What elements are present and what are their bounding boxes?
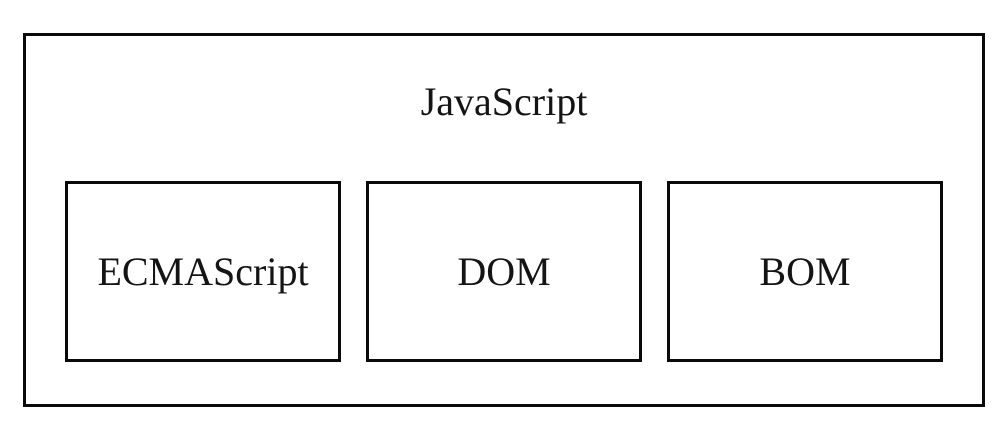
diagram-title: JavaScript xyxy=(420,79,588,124)
javascript-container-box: JavaScript ECMAScript DOM BOM xyxy=(23,33,985,407)
box-ecmascript: ECMAScript xyxy=(65,181,341,362)
box-dom: DOM xyxy=(366,181,642,362)
box-bom: BOM xyxy=(667,181,943,362)
components-row: ECMAScript DOM BOM xyxy=(65,181,943,362)
